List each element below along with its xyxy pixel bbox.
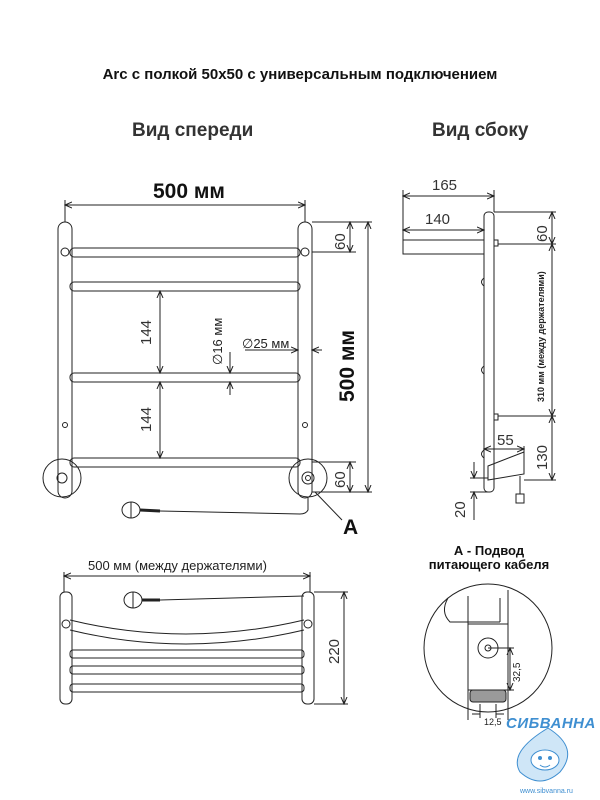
front-spacing-1-label: 144 xyxy=(138,319,155,345)
front-top-offset-label: 60 xyxy=(332,233,349,250)
right-pipe xyxy=(297,221,313,499)
side-holder-bottom xyxy=(493,413,499,421)
side-depth-shelf-label: 140 xyxy=(425,211,451,228)
detail-width-label: 12,5 xyxy=(484,717,502,727)
top-width-label: 500 мм (между держателями) xyxy=(88,558,267,573)
detail-circle-left xyxy=(42,458,82,498)
fixing-mid-left xyxy=(62,422,68,428)
top-shelf-front xyxy=(69,619,305,635)
detail-pipe xyxy=(467,623,509,691)
top-bar-2 xyxy=(69,665,305,675)
detail-a xyxy=(423,583,553,720)
side-depth-total-label: 165 xyxy=(432,177,458,194)
side-view-heading: Вид сбоку xyxy=(432,120,529,141)
front-view xyxy=(42,200,372,521)
detail-connector xyxy=(469,689,507,703)
top-left-pipe xyxy=(59,591,73,705)
side-holder-top xyxy=(493,239,499,247)
brand-logo-text: СИБВАННА xyxy=(506,715,596,732)
top-view xyxy=(59,572,348,705)
front-view-heading: Вид спереди xyxy=(132,120,254,141)
side-shelf xyxy=(402,239,485,255)
side-bar-2 xyxy=(481,365,485,375)
crossbar-4 xyxy=(69,457,301,468)
detail-circle-right xyxy=(288,458,328,498)
front-height-label: 500 мм xyxy=(336,330,359,402)
detail-caption-line2: питающего кабеля xyxy=(428,557,550,572)
pipe-diameter-label: ∅25 мм xyxy=(242,336,290,351)
side-view xyxy=(403,190,556,520)
drawing-title: Arc с полкой 50x50 с универсальным подкл… xyxy=(102,66,498,83)
bar-diameter-label: ∅16 мм xyxy=(210,317,225,365)
top-cable xyxy=(159,595,305,601)
crossbar-2 xyxy=(69,281,301,292)
fixing-top-right xyxy=(300,247,310,257)
top-bar-3 xyxy=(69,683,305,693)
top-right-pipe xyxy=(301,591,315,705)
front-spacing-2-label: 144 xyxy=(138,406,155,432)
side-top-offset-label: 60 xyxy=(534,225,551,242)
logo-mark xyxy=(516,727,569,782)
brand-site-url: www.sibvanna.ru xyxy=(520,788,573,795)
side-holder-spacing-label: 310 мм (между держателями) xyxy=(536,271,546,402)
side-connector-depth-label: 55 xyxy=(497,432,514,449)
detail-marker-a: A xyxy=(343,516,359,539)
fixing-mid-right xyxy=(302,422,308,428)
power-cable xyxy=(159,497,309,515)
front-bottom-offset-label: 60 xyxy=(332,471,349,488)
detail-height-label: 32,5 xyxy=(512,662,523,682)
crossbar-1 xyxy=(69,247,301,258)
side-bar-1 xyxy=(481,277,485,287)
side-connector-height-label: 20 xyxy=(452,501,469,518)
top-depth-label: 220 xyxy=(326,638,343,664)
side-plug xyxy=(515,493,525,504)
fixing-top-left xyxy=(60,247,70,257)
top-bar-1 xyxy=(69,649,305,659)
side-pipe xyxy=(483,211,495,493)
side-bottom-offset-label: 130 xyxy=(534,444,551,470)
front-width-label: 500 мм xyxy=(153,180,225,203)
side-connector xyxy=(487,451,525,481)
detail-a-circle xyxy=(423,583,553,713)
crossbar-3 xyxy=(69,372,301,383)
left-pipe xyxy=(57,221,73,499)
detail-shelf xyxy=(444,597,500,623)
detail-caption-line1: А - Подвод xyxy=(453,543,525,558)
